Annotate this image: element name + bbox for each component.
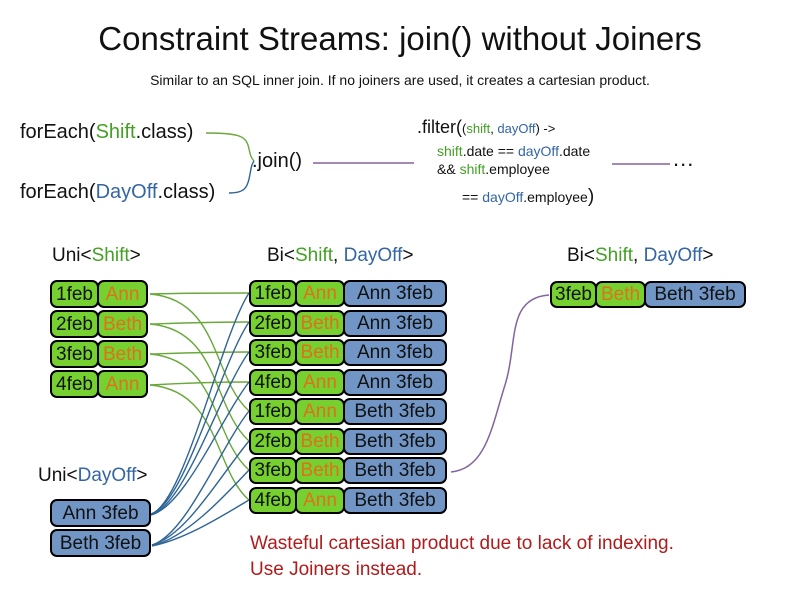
- pair-date-cell: 3feb: [249, 457, 297, 484]
- table-row: 3feb Beth Ann 3feb: [249, 339, 447, 366]
- pair-dayoff-cell: Ann 3feb: [343, 368, 447, 396]
- table-row: 2feb Beth Ann 3feb: [249, 309, 447, 337]
- table-row: 4feb Ann Ann 3feb: [249, 368, 447, 396]
- bi-shift-dayoff-header-right: Bi<Shift, DayOff>: [567, 245, 714, 266]
- pair-dayoff-cell: Beth 3feb: [343, 486, 447, 514]
- table-row: 4feb Ann Beth 3feb: [249, 486, 447, 514]
- pair-employee-cell: Ann: [295, 280, 345, 307]
- code-filter-line2: shift.date == dayOff.date: [437, 143, 591, 159]
- dayoff-cell: Ann 3feb: [50, 499, 151, 527]
- shift-employee-cell: Ann: [97, 370, 148, 398]
- pair-dayoff-cell: Ann 3feb: [343, 280, 447, 307]
- join-brace-lines: [205, 132, 255, 194]
- table-row: 3feb Beth Beth 3feb: [550, 281, 746, 308]
- result-date-cell: 3feb: [550, 281, 597, 308]
- continuation-ellipsis: ...: [673, 146, 695, 171]
- uni-shift-header: Uni<Shift>: [52, 245, 141, 266]
- code-foreach-dayoff: forEach(DayOff.class): [20, 181, 216, 203]
- pair-employee-cell: Beth: [295, 457, 345, 484]
- pair-employee-cell: Ann: [295, 398, 345, 425]
- table-row: 3feb Beth: [50, 340, 148, 368]
- dayoff-to-pair-lines: [150, 292, 250, 547]
- pair-dayoff-cell: Beth 3feb: [343, 457, 447, 484]
- table-row: 2feb Beth Beth 3feb: [249, 427, 447, 455]
- page-title: Constraint Streams: join() without Joine…: [98, 20, 702, 57]
- shift-date-cell: 4feb: [50, 370, 99, 398]
- page-subtitle: Similar to an SQL inner join. If no join…: [150, 72, 650, 88]
- pair-employee-cell: Ann: [295, 486, 345, 514]
- warning-line-1: Wasteful cartesian product due to lack o…: [250, 533, 674, 554]
- shift-employee-cell: Beth: [97, 340, 148, 368]
- table-row: Beth 3feb: [50, 529, 151, 557]
- dayoff-class-token: DayOff: [95, 181, 158, 203]
- shift-arg-token: shift: [466, 121, 491, 136]
- table-row: 3feb Beth Beth 3feb: [249, 457, 447, 484]
- pair-employee-cell: Beth: [295, 339, 345, 366]
- pair-employee-cell: Beth: [295, 427, 345, 455]
- warning-line-2: Use Joiners instead.: [250, 559, 423, 580]
- table-row: 1feb Ann Beth 3feb: [249, 398, 447, 425]
- result-table: 3feb Beth Beth 3feb: [550, 281, 746, 308]
- pair-date-cell: 2feb: [249, 427, 297, 455]
- pair-to-result-line: [450, 294, 550, 473]
- pair-date-cell: 1feb: [249, 280, 297, 307]
- pipeline-lines: [313, 162, 670, 165]
- brace-dayoff-line: [228, 160, 255, 194]
- result-employee-cell: Beth: [595, 281, 646, 308]
- table-row: Ann 3feb: [50, 499, 151, 527]
- pair-dayoff-cell: Ann 3feb: [343, 309, 447, 337]
- table-row: 1feb Ann Ann 3feb: [249, 280, 447, 307]
- shift-date-cell: 2feb: [50, 310, 99, 338]
- pair-date-cell: 3feb: [249, 339, 297, 366]
- dayoff-cell: Beth 3feb: [50, 529, 151, 557]
- pair-date-cell: 2feb: [249, 309, 297, 337]
- table-row: 1feb Ann: [50, 280, 148, 308]
- table-row: 2feb Beth: [50, 310, 148, 338]
- shift-employee-cell: Ann: [97, 280, 148, 308]
- dayoff-table: Ann 3feb Beth 3feb: [50, 499, 151, 557]
- code-join: .join(): [252, 150, 303, 172]
- shift-date-cell: 1feb: [50, 280, 99, 308]
- cartesian-table: 1feb Ann Ann 3feb 2feb Beth Ann 3feb 3fe…: [249, 280, 447, 514]
- uni-dayoff-header: Uni<DayOff>: [38, 465, 148, 486]
- pair-dayoff-cell: Beth 3feb: [343, 427, 447, 455]
- code-filter-line3: && shift.employee: [437, 161, 550, 177]
- pair-dayoff-cell: Ann 3feb: [343, 339, 447, 366]
- pair-date-cell: 4feb: [249, 368, 297, 396]
- pair-date-cell: 1feb: [249, 398, 297, 425]
- code-filter-line4: == dayOff.employee): [462, 186, 595, 207]
- shift-employee-cell: Beth: [97, 310, 148, 338]
- pair-employee-cell: Beth: [295, 309, 345, 337]
- shift-table: 1feb Ann 2feb Beth 3feb Beth 4feb Ann: [50, 280, 148, 398]
- brace-shift-line: [205, 132, 255, 162]
- pair-date-cell: 4feb: [249, 486, 297, 514]
- bi-shift-dayoff-header-mid: Bi<Shift, DayOff>: [267, 245, 414, 266]
- dayoff-arg-token: dayOff: [497, 121, 536, 136]
- pair-dayoff-cell: Beth 3feb: [343, 398, 447, 425]
- pair-employee-cell: Ann: [295, 368, 345, 396]
- table-row: 4feb Ann: [50, 370, 148, 398]
- shift-class-token: Shift: [95, 121, 136, 143]
- code-foreach-shift: forEach(Shift.class): [20, 121, 194, 143]
- result-dayoff-cell: Beth 3feb: [644, 281, 746, 308]
- shift-date-cell: 3feb: [50, 340, 99, 368]
- code-filter-line1: .filter((shift, dayOff) ->: [417, 117, 556, 137]
